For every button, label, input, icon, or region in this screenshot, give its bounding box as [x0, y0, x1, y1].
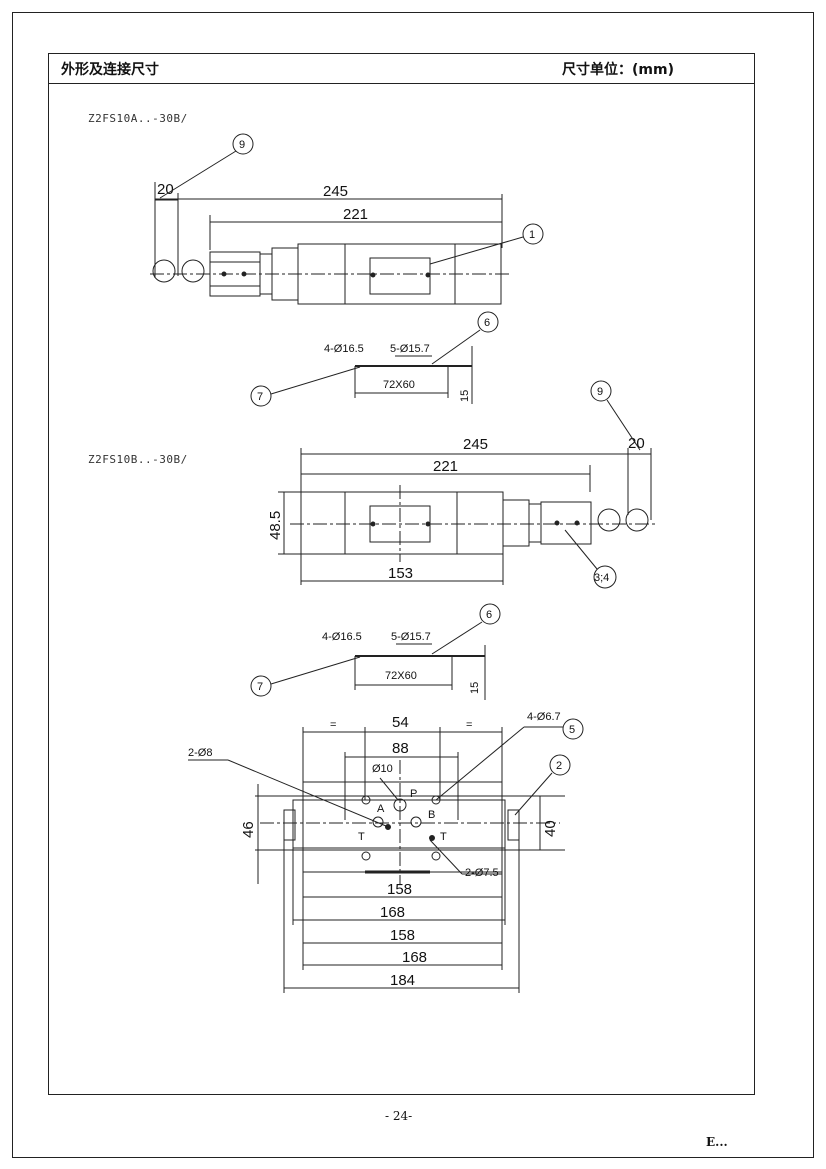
callout-a-7: 7	[257, 391, 263, 403]
callout-a-6: 6	[484, 317, 490, 329]
section-title: 外形及连接尺寸	[61, 62, 159, 78]
port-p: P	[410, 788, 417, 800]
callout-a-1: 1	[529, 229, 535, 241]
header-bar: 外形及连接尺寸 尺寸单位：(mm)	[49, 54, 754, 84]
page-border	[12, 12, 814, 1158]
dim-a-20: 20	[157, 181, 174, 198]
dim-c-2-7-5: 2-Ø7.5	[465, 867, 499, 879]
svg-text:=: =	[330, 719, 336, 731]
view-c-drawing: 54 = = 88 Ø10 P A B T T 2	[188, 711, 584, 993]
dim-c-168-a: 168	[380, 904, 405, 921]
port-t-right: T	[440, 831, 447, 843]
plate-a-holes5: 5-Ø15.7	[390, 343, 430, 355]
dim-c-46: 46	[240, 821, 257, 838]
callout-b-6: 6	[486, 609, 492, 621]
dim-c-10: Ø10	[372, 763, 393, 775]
dim-b-20: 20	[628, 435, 645, 452]
plate-a-thick: 15	[459, 390, 471, 402]
dim-c-40: 40	[542, 820, 559, 837]
dim-c-158-b: 158	[390, 927, 415, 944]
units-label: 尺寸单位：(mm)	[562, 62, 674, 78]
callout-b-7: 7	[257, 681, 263, 693]
plate-b-size: 72X60	[385, 670, 417, 682]
view-b-drawing: 245 221 20 48.5 153 9	[250, 380, 655, 700]
callout-c-2: 2	[556, 760, 562, 772]
plate-b-holes4: 4-Ø16.5	[322, 631, 362, 643]
dim-c-88: 88	[392, 740, 409, 757]
content-frame: 外形及连接尺寸 尺寸单位：(mm)	[48, 53, 755, 1095]
port-b: B	[428, 809, 435, 821]
port-a: A	[377, 803, 385, 815]
callout-a-9: 9	[239, 139, 245, 151]
plate-a-size: 72X60	[383, 379, 415, 391]
dim-a-221: 221	[343, 206, 368, 223]
plate-b-holes5: 5-Ø15.7	[391, 631, 431, 643]
plate-a-holes4: 4-Ø16.5	[324, 343, 364, 355]
dim-c-158-a: 158	[387, 881, 412, 898]
model-label-a: Z2FS10A..-30B/	[88, 112, 188, 125]
view-a-drawing: 245 221 20 9 1	[150, 133, 544, 407]
dim-a-245: 245	[323, 183, 348, 200]
dim-b-245: 245	[463, 436, 488, 453]
page-number: - 24-	[385, 1109, 413, 1123]
dim-b-48-5: 48.5	[267, 511, 284, 540]
dim-b-153: 153	[388, 565, 413, 582]
dim-b-221: 221	[433, 458, 458, 475]
model-label-b: Z2FS10B..-30B/	[88, 453, 188, 466]
dim-c-184: 184	[390, 972, 415, 989]
callout-b-9: 9	[597, 386, 603, 398]
dim-c-2-8: 2-Ø8	[188, 747, 212, 759]
brand-logo: E...	[706, 1135, 728, 1149]
dim-c-168-b: 168	[402, 949, 427, 966]
svg-text:=: =	[466, 719, 472, 731]
plate-b-thick: 15	[469, 682, 481, 694]
dim-c-54: 54	[392, 714, 409, 731]
callout-b-3-4: 3;4	[594, 572, 609, 584]
callout-c-5: 5	[569, 724, 575, 736]
port-t-left: T	[358, 831, 365, 843]
dim-c-4-6-7: 4-Ø6.7	[527, 711, 561, 723]
